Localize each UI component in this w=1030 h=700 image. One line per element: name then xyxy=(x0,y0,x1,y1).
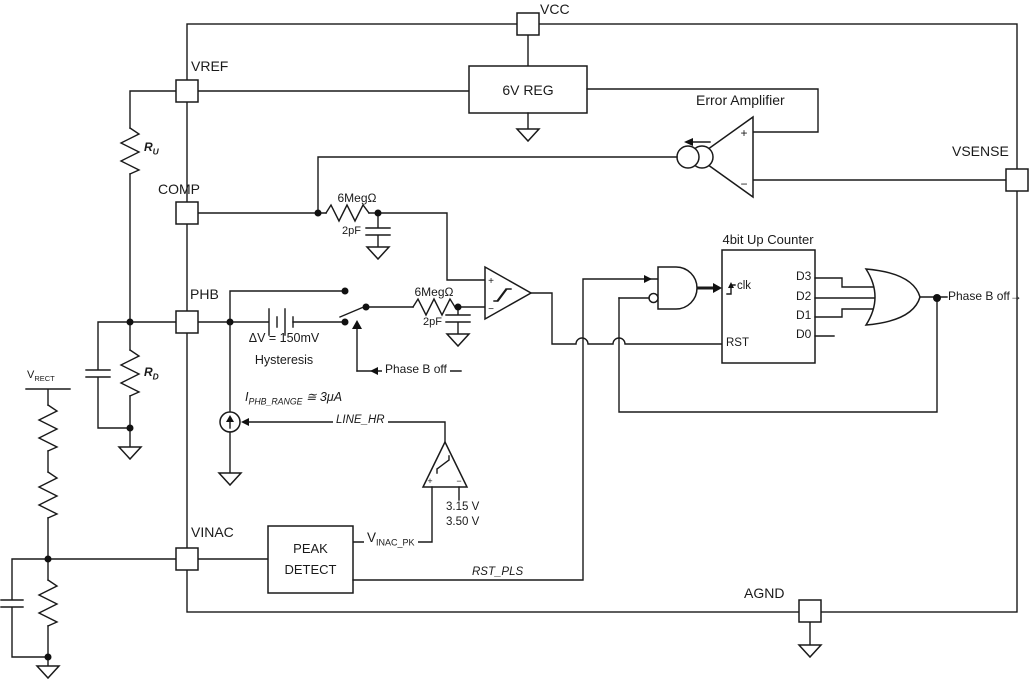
comp2-minus: − xyxy=(456,476,461,486)
threshold-low-label: 3.15 V xyxy=(446,501,480,513)
vcc-pin xyxy=(516,12,540,36)
phb-filter-c-label: 2pF xyxy=(423,316,442,328)
comp-filter-c-label: 2pF xyxy=(342,225,361,237)
error-amplifier-label: Error Amplifier xyxy=(696,92,785,108)
vinac-pin xyxy=(175,547,199,571)
resistor-ru-rd-network xyxy=(85,90,177,461)
comp-pin xyxy=(175,201,199,225)
rd-label: RD xyxy=(144,365,159,382)
comp-label: COMP xyxy=(158,181,200,197)
phb-label: PHB xyxy=(190,286,219,302)
peak-detect-label: PEAK DETECT xyxy=(268,526,353,593)
rd-name: R xyxy=(144,365,153,379)
erroramp-minus: − xyxy=(740,177,747,191)
phb-current-source xyxy=(217,321,446,487)
rst-pls-label: RST_PLS xyxy=(469,566,527,579)
or-gate xyxy=(864,268,948,326)
ru-label: RU xyxy=(144,140,159,157)
counter-title: 4bit Up Counter xyxy=(722,232,814,247)
vinac-pk-label: VINAC_PK xyxy=(364,530,418,548)
ru-sub: U xyxy=(152,146,159,157)
comp1-minus: − xyxy=(488,304,494,315)
agnd-label: AGND xyxy=(744,585,785,601)
battery-caption-label: Hysteresis xyxy=(254,353,314,367)
counter-d1-label: D1 xyxy=(796,308,812,322)
vref-label: VREF xyxy=(191,58,229,74)
comp1-plus: + xyxy=(488,276,494,287)
counter-d3-label: D3 xyxy=(796,269,812,283)
line-hr-label: LINE_HR xyxy=(333,414,388,427)
peak-detect-line1: PEAK xyxy=(293,540,328,556)
phb-pin xyxy=(175,310,199,334)
agnd-pin xyxy=(798,599,822,623)
hysteresis-comparator: + − xyxy=(484,265,723,345)
threshold-high-label: 3.50 V xyxy=(446,516,480,528)
regulator-label: 6V REG xyxy=(502,81,554,98)
vsense-pin xyxy=(1005,168,1029,192)
current-source-label: IPHB_RANGE ≅ 3μA xyxy=(245,390,343,407)
peak-detect-line2: DETECT xyxy=(284,561,337,577)
phb-filter-r-label: 6MegΩ xyxy=(414,285,454,299)
rd-sub: D xyxy=(152,371,159,382)
vrect-name: V xyxy=(27,369,35,381)
vsense-label: VSENSE xyxy=(952,143,1009,159)
comp2-plus: + xyxy=(427,476,432,486)
vrect-sub: RECT xyxy=(34,374,55,384)
cs-suffix: ≅ 3μA xyxy=(302,390,343,404)
phase-b-off-switch-label: Phase B off xyxy=(382,362,450,377)
phase-b-off-output-label: Phase B off→ xyxy=(948,289,1022,303)
peak-detect-block xyxy=(197,275,659,594)
battery-value-label: ΔV = 150mV xyxy=(248,331,320,345)
ru-name: R xyxy=(144,140,153,154)
agnd-ground xyxy=(797,621,823,659)
pin-terminals xyxy=(175,12,1029,623)
comp-filter-r-label: 6MegΩ xyxy=(337,191,377,205)
counter-d0-label: D0 xyxy=(796,327,812,341)
counter-d2-label: D2 xyxy=(796,289,812,303)
vinac-pk-sub: INAC_PK xyxy=(376,537,415,548)
cs-name: I xyxy=(245,390,249,404)
vinac-label: VINAC xyxy=(191,524,234,540)
counter-clk-label: clk xyxy=(737,280,752,292)
error-amplifier-symbol: + − xyxy=(317,115,1007,214)
cs-sub: PHB_RANGE xyxy=(248,396,303,407)
counter-block xyxy=(721,249,880,364)
and-gate xyxy=(618,266,938,413)
counter-rst-label: RST xyxy=(726,337,749,349)
vcc-label: VCC xyxy=(540,1,570,17)
comp-filter xyxy=(197,203,486,281)
vrect-divider xyxy=(0,388,177,680)
vinac-pk-name: V xyxy=(367,530,377,545)
erroramp-plus: + xyxy=(740,126,747,140)
vref-pin xyxy=(175,79,199,103)
vrect-label: VRECT xyxy=(27,369,55,384)
regulator-6v xyxy=(197,34,819,143)
junction-dots xyxy=(44,318,134,661)
